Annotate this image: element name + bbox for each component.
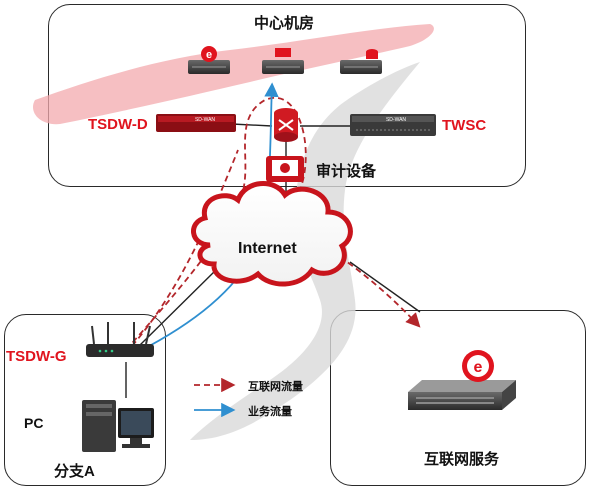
twsc-label: TWSC <box>442 117 487 134</box>
internet-traffic-path-2 <box>131 149 239 347</box>
internet-service-title: 互联网服务 <box>424 451 500 468</box>
tsdw-g-label: TSDW-G <box>6 348 67 365</box>
tsdw-g-router <box>86 322 154 357</box>
pc-label: PC <box>24 415 44 431</box>
svg-text:SD-WAN: SD-WAN <box>386 117 406 123</box>
pc-computer <box>82 400 154 452</box>
svg-text:e: e <box>474 359 483 376</box>
tsdw-d-appliance: SD-WAN <box>156 114 236 132</box>
link-tsdwd-hub <box>231 123 273 127</box>
svg-text:SD-WAN: SD-WAN <box>195 117 215 123</box>
center-datacenter-title: 中心机房 <box>254 15 315 32</box>
internet-label: Internet <box>238 240 297 257</box>
tsdw-d-label: TSDW-D <box>88 116 148 133</box>
link-internet-branch <box>139 267 219 346</box>
legend-internet-traffic-label: 互联网流量 <box>248 381 303 393</box>
server-top-middle <box>262 48 304 74</box>
internet-cloud <box>191 181 353 287</box>
twsc-appliance: SD-WAN <box>350 114 436 136</box>
server-top-left: e <box>188 46 230 74</box>
pink-brush-stroke <box>32 24 434 125</box>
audit-device-icon <box>266 156 304 182</box>
internet-service-server: e <box>408 350 516 410</box>
legend-business-traffic-label: 业务流量 <box>248 406 292 418</box>
link-internet-service <box>349 261 421 313</box>
branch-a-title: 分支A <box>54 463 95 480</box>
svg-text:e: e <box>206 49 212 61</box>
hub-switch-icon <box>274 108 298 142</box>
audit-device-label: 审计设备 <box>316 163 377 180</box>
server-top-right <box>340 49 382 74</box>
